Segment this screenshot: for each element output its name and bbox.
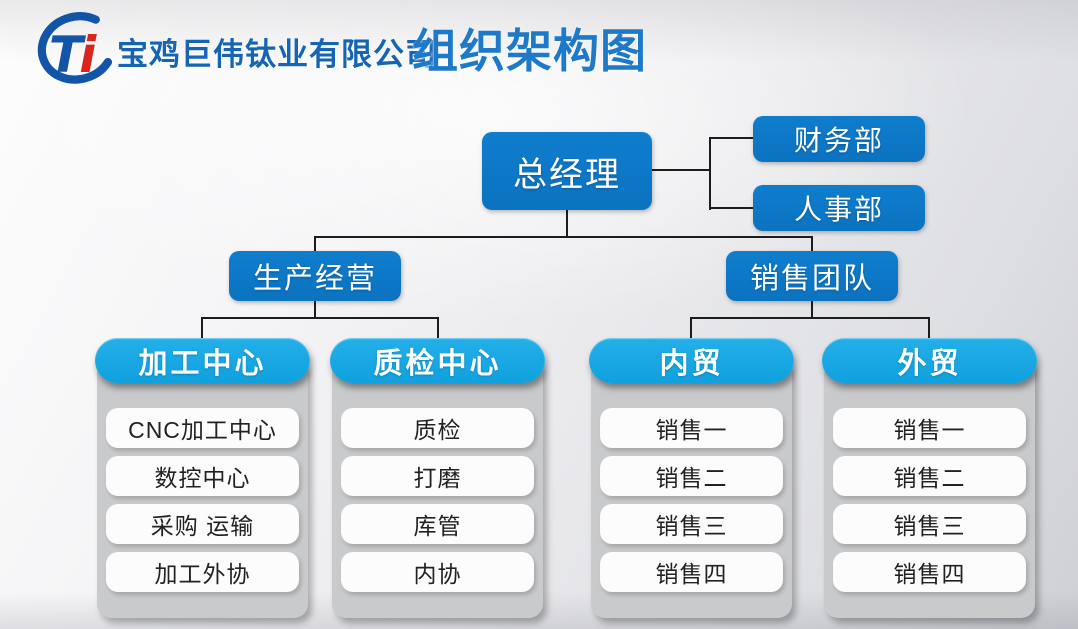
column-header: 质检中心: [330, 338, 545, 383]
list-item: 销售四: [833, 552, 1026, 592]
node-general-manager: 总经理: [482, 132, 652, 210]
page-title: 组织架构图: [412, 25, 647, 77]
connector-line: [314, 300, 316, 318]
list-item: 加工外协: [106, 552, 299, 592]
connector-line: [201, 317, 439, 319]
connector-line: [314, 236, 813, 238]
list-item: 库管: [341, 504, 534, 544]
column-processing-center: CNC加工中心 数控中心 采购 运输 加工外协 加工中心: [95, 338, 310, 618]
list-item: 销售一: [833, 408, 1026, 448]
column-domestic-trade: 销售一 销售二 销售三 销售四 内贸: [589, 338, 794, 618]
node-production-operations: 生产经营: [229, 251, 401, 301]
list-item: CNC加工中心: [106, 408, 299, 448]
column-header: 外贸: [822, 338, 1037, 383]
list-item: 采购 运输: [106, 504, 299, 544]
connector-line: [652, 169, 710, 171]
connector-line: [690, 317, 930, 319]
column-panel: CNC加工中心 数控中心 采购 运输 加工外协: [97, 360, 308, 618]
connector-line: [709, 207, 754, 209]
connector-line: [314, 236, 316, 252]
node-hr-dept: 人事部: [753, 185, 925, 231]
list-item: 销售二: [833, 456, 1026, 496]
company-logo-icon: T i: [37, 12, 113, 84]
list-item: 销售一: [600, 408, 783, 448]
list-item: 销售三: [600, 504, 783, 544]
company-name: 宝鸡巨伟钛业有限公司: [117, 37, 437, 72]
column-header: 内贸: [589, 338, 794, 383]
list-item: 打磨: [341, 456, 534, 496]
connector-line: [709, 137, 754, 139]
connector-line: [201, 317, 203, 341]
connector-line: [437, 317, 439, 341]
node-finance-dept: 财务部: [753, 116, 925, 162]
column-panel: 质检 打磨 库管 内协: [332, 360, 543, 618]
logo-letter-t: T: [49, 26, 87, 84]
list-item: 质检: [341, 408, 534, 448]
column-panel: 销售一 销售二 销售三 销售四: [591, 360, 792, 618]
list-item: 数控中心: [106, 456, 299, 496]
connector-line: [566, 209, 568, 238]
list-item: 内协: [341, 552, 534, 592]
node-sales-team: 销售团队: [726, 251, 898, 301]
connector-line: [690, 317, 692, 341]
column-header: 加工中心: [95, 338, 310, 383]
logo-letter-i: i: [79, 26, 97, 84]
connector-line: [709, 138, 711, 210]
column-foreign-trade: 销售一 销售二 销售三 销售四 外贸: [822, 338, 1037, 618]
connector-line: [811, 236, 813, 252]
connector-line: [811, 300, 813, 318]
column-quality-center: 质检 打磨 库管 内协 质检中心: [330, 338, 545, 618]
list-item: 销售四: [600, 552, 783, 592]
list-item: 销售二: [600, 456, 783, 496]
connector-line: [928, 317, 930, 341]
list-item: 销售三: [833, 504, 1026, 544]
column-panel: 销售一 销售二 销售三 销售四: [824, 360, 1035, 618]
